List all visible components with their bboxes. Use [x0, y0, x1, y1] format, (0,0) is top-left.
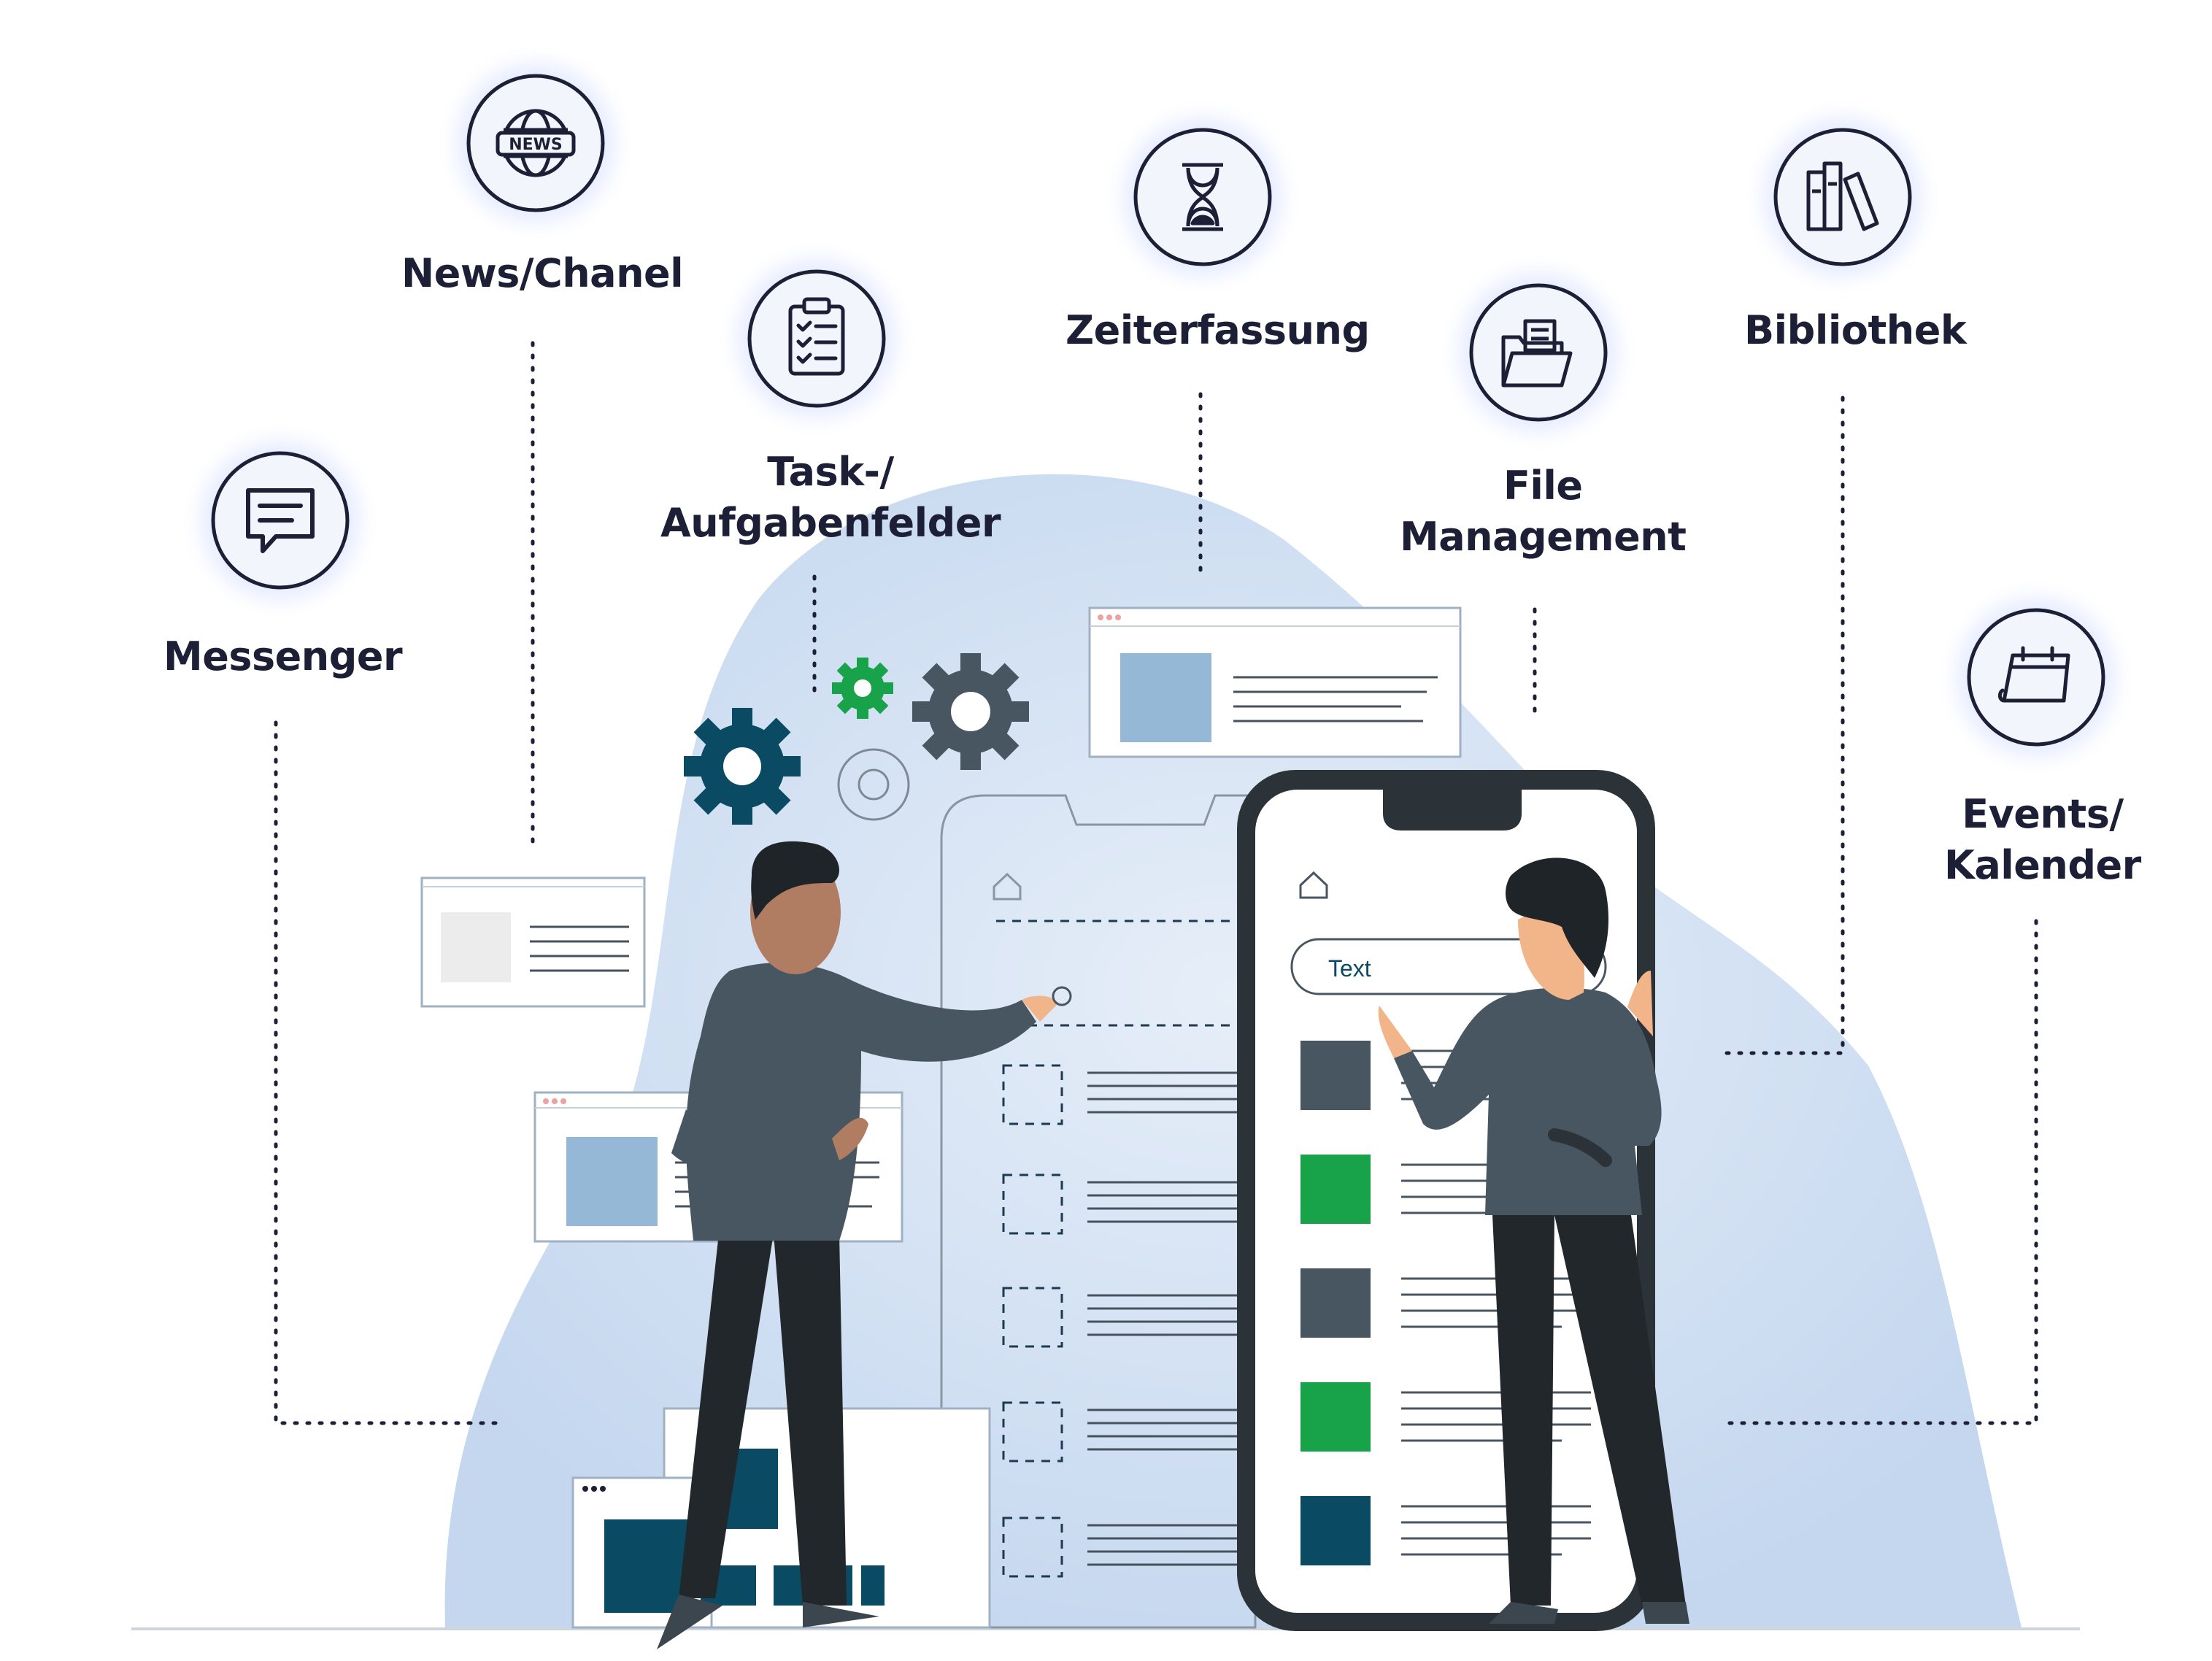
events-label: Events/ Kalender: [1944, 789, 2141, 891]
messenger-label: Messenger: [163, 633, 403, 679]
news-label: News/Chanel: [401, 250, 684, 296]
gear-icon-teal: [684, 708, 801, 825]
calendar-icon: [1997, 646, 2070, 703]
browser-card-left: [420, 876, 646, 1008]
gear-icon-green: [832, 658, 893, 719]
gears: [684, 653, 1029, 825]
feature-icons: NEWS: [201, 64, 2115, 756]
files-label-line1: File: [1503, 463, 1583, 509]
folder-icon: [1501, 319, 1573, 388]
tasks-label-line2: Aufgabenfelder: [660, 500, 1001, 546]
person-left: [657, 841, 1072, 1649]
books-icon: [1806, 161, 1879, 231]
chat-icon: [246, 488, 315, 553]
tasks-label: Task-/ Aufgabenfelder: [660, 447, 1001, 549]
library-label: Bibliothek: [1744, 307, 1967, 353]
events-label-line2: Kalender: [1944, 842, 2141, 888]
news-badge: NEWS: [509, 136, 563, 154]
phone-text-input-value: Text: [1328, 955, 1371, 982]
person-right: [1378, 858, 1689, 1624]
outline-home-icon: [993, 872, 1022, 901]
tasks-icon-button[interactable]: [738, 260, 895, 417]
messenger-connector: [274, 720, 506, 1425]
gear-icon-outline: [837, 748, 910, 821]
files-icon-button[interactable]: [1460, 274, 1617, 431]
wireframe-rows: [996, 920, 1241, 1578]
files-label-line2: Management: [1400, 514, 1687, 560]
globe-news-icon: [496, 109, 576, 177]
time-icon-button[interactable]: [1124, 118, 1282, 276]
files-label: File Management: [1400, 460, 1687, 563]
news-icon-button[interactable]: NEWS: [457, 64, 614, 222]
messenger-icon-button[interactable]: [201, 442, 359, 599]
connector-lines: [274, 341, 2038, 1425]
clipboard-checklist-icon: [788, 297, 845, 376]
outline-phone: [940, 794, 1257, 1629]
events-label-line1: Events/: [1962, 791, 2124, 837]
phone-list: [1300, 1041, 1591, 1565]
events-icon-button[interactable]: [1957, 598, 2115, 756]
hourglass-icon: [1182, 163, 1223, 231]
library-icon-button[interactable]: [1764, 118, 1922, 276]
browser-card-top: [1088, 606, 1462, 758]
library-connector: [1720, 396, 1845, 1055]
tasks-label-line1: Task-/: [767, 449, 894, 495]
phone-home-icon: [1299, 871, 1328, 899]
time-label: Zeiterfassung: [1065, 307, 1370, 353]
gear-icon-large-dark: [912, 653, 1029, 770]
